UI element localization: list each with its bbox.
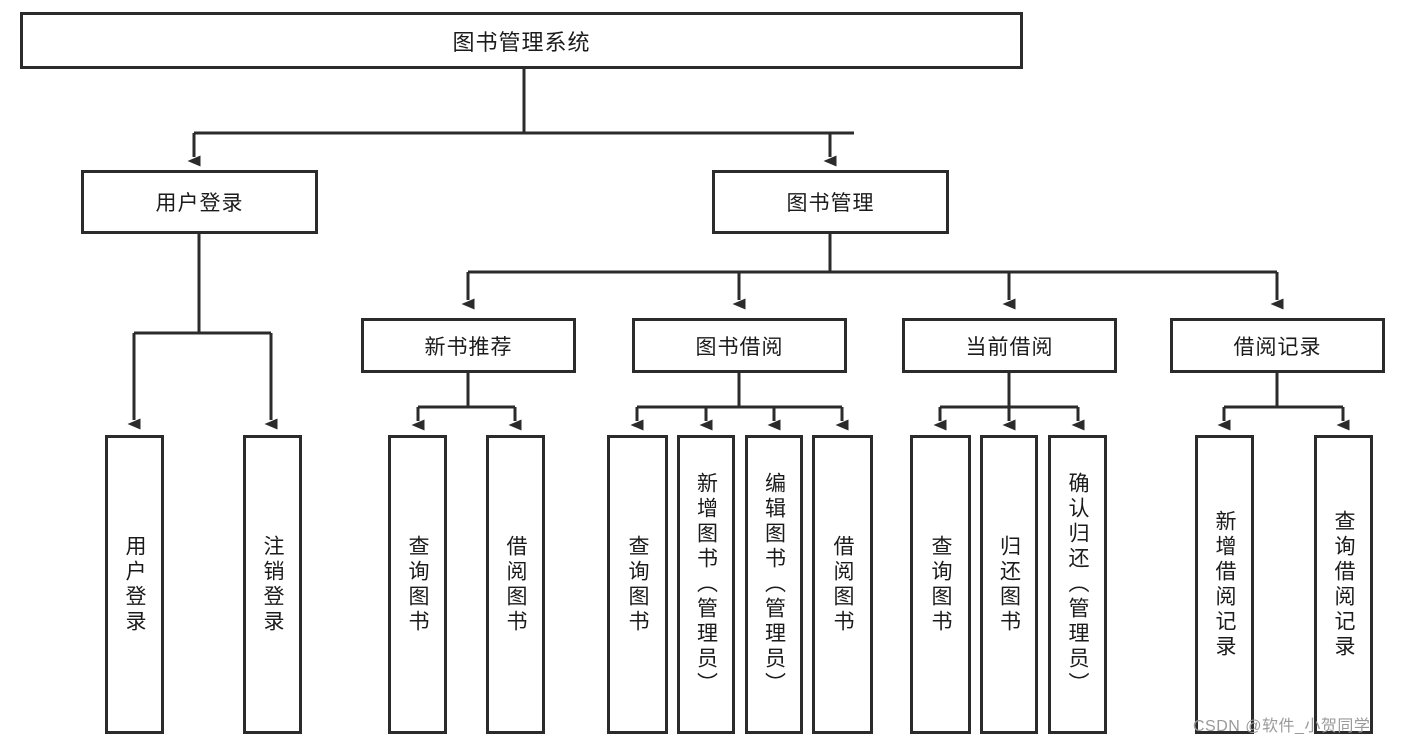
- leaf-logout[interactable]: 注销登录: [243, 435, 302, 734]
- leaf-borrow-book-1[interactable]: 借阅图书: [486, 435, 545, 734]
- node-current-borrow[interactable]: 当前借阅: [902, 318, 1117, 373]
- leaf-return-book[interactable]: 归还图书: [980, 435, 1038, 734]
- leaf-query-book-1[interactable]: 查询图书: [388, 435, 447, 734]
- node-book-manage[interactable]: 图书管理: [712, 170, 949, 234]
- node-book-borrow[interactable]: 图书借阅: [632, 318, 847, 373]
- watermark-text: CSDN @软件_小贺同学: [1193, 718, 1371, 735]
- node-root[interactable]: 图书管理系统: [20, 12, 1023, 69]
- leaf-user-login[interactable]: 用户登录: [105, 435, 164, 734]
- node-user-login[interactable]: 用户登录: [81, 170, 318, 234]
- leaf-borrow-book-2[interactable]: 借阅图书: [812, 435, 873, 734]
- leaf-edit-book[interactable]: 编辑图书（管理员）: [745, 435, 803, 734]
- leaf-query-book-2[interactable]: 查询图书: [607, 435, 668, 734]
- node-borrow-record[interactable]: 借阅记录: [1170, 318, 1385, 373]
- leaf-add-book[interactable]: 新增图书（管理员）: [677, 435, 735, 734]
- leaf-query-record[interactable]: 查询借阅记录: [1314, 435, 1373, 734]
- leaf-query-book-3[interactable]: 查询图书: [910, 435, 971, 734]
- leaf-add-record[interactable]: 新增借阅记录: [1195, 435, 1254, 734]
- leaf-confirm-return[interactable]: 确认归还（管理员）: [1048, 435, 1107, 734]
- node-new-book-recommend[interactable]: 新书推荐: [361, 318, 576, 373]
